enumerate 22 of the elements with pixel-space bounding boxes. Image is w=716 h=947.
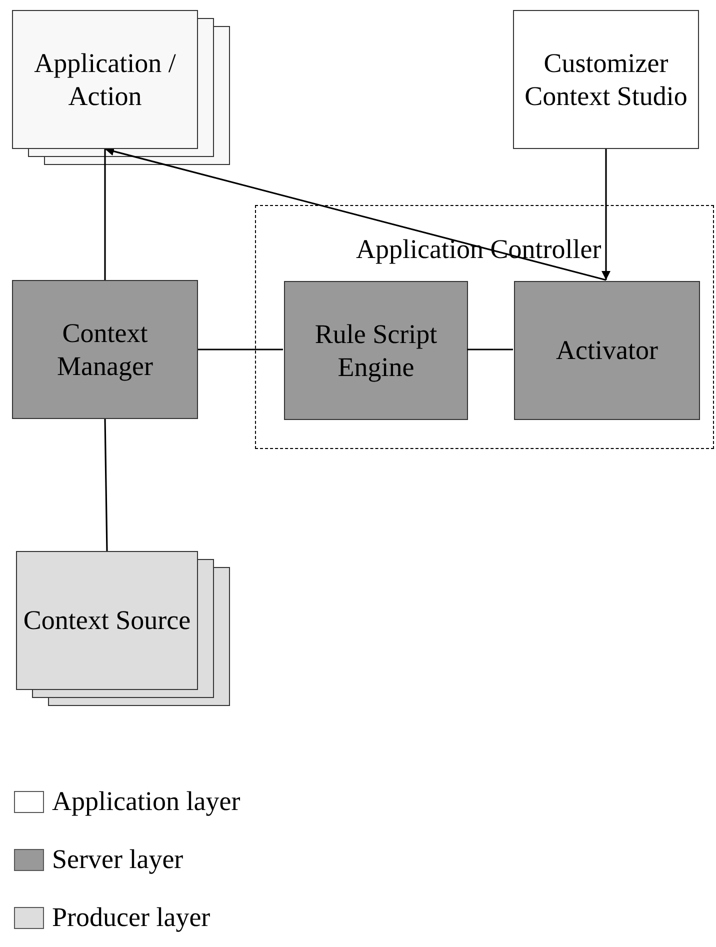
server-box — [12, 280, 198, 419]
server-box — [284, 281, 468, 420]
node-label: Context Manager — [56, 317, 154, 382]
studio-box — [513, 10, 699, 149]
legend-label: Server layer — [52, 844, 184, 875]
source-box — [16, 551, 198, 690]
connector-line — [198, 348, 283, 350]
server-box — [514, 281, 700, 420]
node-label: Customizer Context Studio — [524, 47, 688, 112]
connector-line — [467, 348, 513, 350]
node-label: Application / Action — [33, 47, 177, 112]
node-label: Rule Script Engine — [314, 318, 438, 383]
legend-label: Producer layer — [52, 902, 210, 933]
connector-line — [104, 418, 108, 552]
legend-label: Application layer — [52, 786, 240, 817]
controller-container — [255, 205, 714, 449]
arrow — [602, 149, 610, 280]
node-label: Context Source — [23, 604, 191, 637]
application-box — [12, 10, 198, 149]
connector-line — [104, 149, 106, 280]
node-label: Activator — [556, 334, 658, 367]
arrow — [104, 146, 606, 281]
